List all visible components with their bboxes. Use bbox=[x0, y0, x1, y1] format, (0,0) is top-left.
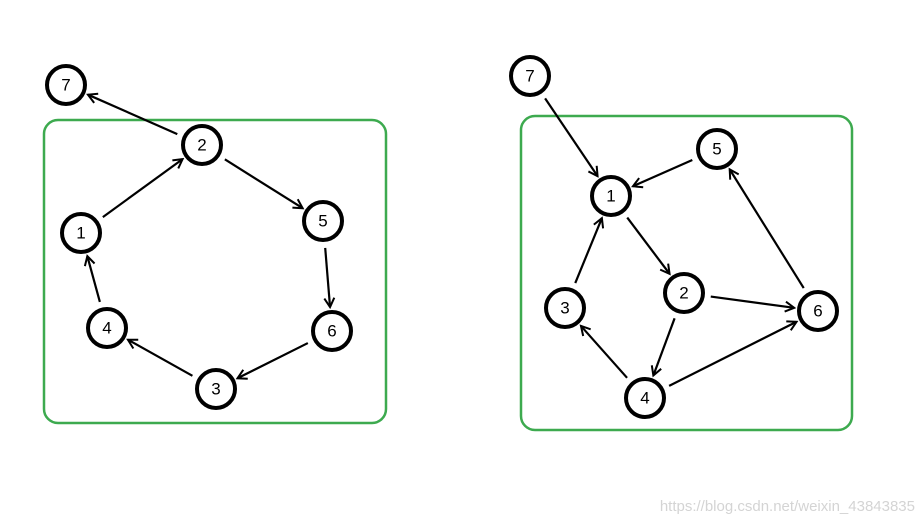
right-node-5: 5 bbox=[696, 128, 738, 170]
left-edge-2-to-5 bbox=[224, 158, 303, 208]
left-node-7: 7 bbox=[45, 64, 87, 106]
right-node-5-label: 5 bbox=[712, 140, 721, 159]
right-edge-6-to-5 bbox=[730, 169, 805, 289]
right-node-1-label: 1 bbox=[606, 187, 615, 206]
right-node-7-circle bbox=[509, 55, 551, 97]
left-node-6: 6 bbox=[311, 310, 353, 352]
right-node-1: 1 bbox=[590, 175, 632, 217]
left-node-3: 3 bbox=[195, 368, 237, 410]
right-node-2-label: 2 bbox=[679, 284, 688, 303]
left-edge-1-to-2 bbox=[102, 159, 183, 219]
left-node-5: 5 bbox=[302, 200, 344, 242]
left-edge-6-to-3 bbox=[237, 342, 309, 378]
right-node-7-label: 7 bbox=[525, 67, 534, 86]
right-node-2: 2 bbox=[663, 272, 705, 314]
left-edge-5-to-6 bbox=[325, 247, 330, 307]
watermark-text: https://blog.csdn.net/weixin_43843835 bbox=[659, 498, 915, 515]
left-node-4-label: 4 bbox=[102, 319, 111, 338]
left-node-2-circle bbox=[181, 124, 223, 166]
right-node-2-circle bbox=[663, 272, 705, 314]
left-node-5-circle bbox=[302, 200, 344, 242]
right-node-5-circle bbox=[696, 128, 738, 170]
right-node-6-label: 6 bbox=[813, 302, 822, 321]
right-edge-2-to-4 bbox=[653, 317, 676, 375]
edges-layer bbox=[87, 95, 805, 387]
right-node-6-circle bbox=[797, 290, 839, 332]
left-edge-4-to-1 bbox=[87, 256, 101, 303]
left-node-7-circle bbox=[45, 64, 87, 106]
right-node-1-circle bbox=[590, 175, 632, 217]
right-edge-1-to-2 bbox=[626, 216, 669, 274]
left-node-6-label: 6 bbox=[327, 322, 336, 341]
left-edge-3-to-4 bbox=[128, 340, 193, 377]
right-edge-4-to-6 bbox=[668, 322, 796, 387]
left-node-4-circle bbox=[86, 307, 128, 349]
left-group-box bbox=[42, 118, 388, 425]
right-edge-3-to-1 bbox=[574, 218, 602, 284]
right-node-4-label: 4 bbox=[640, 389, 649, 408]
nodes-layer: 7 2 1 5 4 6 3 7 5 1 2 3 6 4 bbox=[45, 55, 839, 419]
left-node-7-label: 7 bbox=[61, 76, 70, 95]
right-node-3: 3 bbox=[544, 287, 586, 329]
left-node-5-label: 5 bbox=[318, 212, 327, 231]
left-node-1-label: 1 bbox=[76, 224, 85, 243]
right-node-4-circle bbox=[624, 377, 666, 419]
left-node-4: 4 bbox=[86, 307, 128, 349]
right-node-4: 4 bbox=[624, 377, 666, 419]
right-edge-7-to-1 bbox=[544, 97, 597, 176]
right-group-box bbox=[519, 114, 854, 432]
left-node-1: 1 bbox=[60, 212, 102, 254]
left-edge-2-to-7 bbox=[88, 95, 178, 136]
right-node-7: 7 bbox=[509, 55, 551, 97]
right-edge-2-to-6 bbox=[710, 295, 794, 308]
right-node-6: 6 bbox=[797, 290, 839, 332]
left-node-6-circle bbox=[311, 310, 353, 352]
left-node-3-label: 3 bbox=[211, 380, 220, 399]
left-node-2-label: 2 bbox=[197, 136, 206, 155]
right-edge-5-to-1 bbox=[633, 158, 693, 186]
left-node-3-circle bbox=[195, 368, 237, 410]
right-node-3-label: 3 bbox=[560, 299, 569, 318]
right-edge-4-to-3 bbox=[581, 326, 628, 379]
left-node-1-circle bbox=[60, 212, 102, 254]
left-node-2: 2 bbox=[181, 124, 223, 166]
right-node-3-circle bbox=[544, 287, 586, 329]
